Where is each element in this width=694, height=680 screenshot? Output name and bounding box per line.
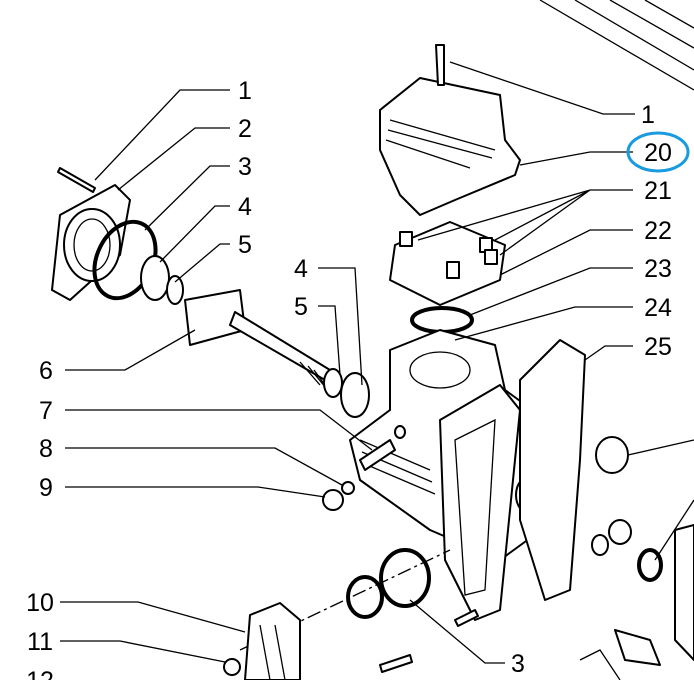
- callout-right-22: 22: [644, 217, 672, 245]
- screw-top: [435, 44, 445, 86]
- highlight-circle: [626, 131, 690, 173]
- callout-middle-4: 4: [294, 255, 308, 283]
- small-ring: [341, 481, 355, 495]
- frame-lines: [539, 0, 694, 91]
- callout-right-23: 23: [644, 255, 672, 283]
- seal-left: [166, 275, 184, 305]
- callout-left-10: 10: [26, 589, 54, 617]
- callout-right-1: 1: [641, 101, 655, 129]
- fitting-cap: [595, 436, 629, 474]
- washer-middle: [340, 372, 370, 418]
- callout-left-12: 12: [26, 667, 54, 680]
- washer-left: [140, 255, 170, 301]
- o-ring-bottom-small: [346, 575, 384, 619]
- bottom-fork: [579, 649, 621, 680]
- callout-left-2: 2: [238, 115, 252, 143]
- plug: [322, 489, 344, 511]
- callout-left-8: 8: [39, 435, 53, 463]
- drive-shaft: [184, 289, 331, 393]
- rear-housing: [244, 602, 301, 680]
- nut: [608, 519, 632, 545]
- callout-left-1: 1: [238, 77, 252, 105]
- mounting-bracket: [439, 339, 586, 621]
- seal-middle: [323, 368, 343, 398]
- o-ring-bottom-large: [379, 548, 431, 608]
- pin: [359, 439, 396, 471]
- chain-link: [614, 629, 661, 666]
- callout-left-9: 9: [39, 474, 53, 502]
- callout-left-11: 11: [27, 628, 53, 656]
- washer-right: [591, 534, 609, 556]
- callout-right-20[interactable]: 20: [644, 139, 672, 167]
- flange-cover: [51, 184, 131, 301]
- callout-left-3: 3: [238, 153, 252, 181]
- callout-right-21: 21: [644, 177, 672, 205]
- callout-bottom-3: 3: [511, 650, 525, 678]
- washer-11: [223, 658, 241, 676]
- callout-right-24: 24: [644, 294, 672, 322]
- small-ring-2: [394, 425, 406, 439]
- leader-lines: [60, 61, 694, 664]
- screw-left: [57, 167, 96, 193]
- stud-2: [379, 654, 413, 673]
- callout-middle-5: 5: [294, 293, 308, 321]
- valve-plate: [389, 221, 506, 306]
- callout-left-6: 6: [39, 357, 53, 385]
- o-ring-23: [410, 306, 474, 334]
- stud: [454, 609, 479, 627]
- seal-right: [637, 548, 663, 582]
- callout-left-4: 4: [238, 193, 252, 221]
- callout-left-5: 5: [238, 231, 252, 259]
- callout-left-7: 7: [39, 397, 53, 425]
- head-cover: [379, 77, 521, 216]
- side-block: [674, 524, 694, 661]
- callout-right-25: 25: [644, 333, 672, 361]
